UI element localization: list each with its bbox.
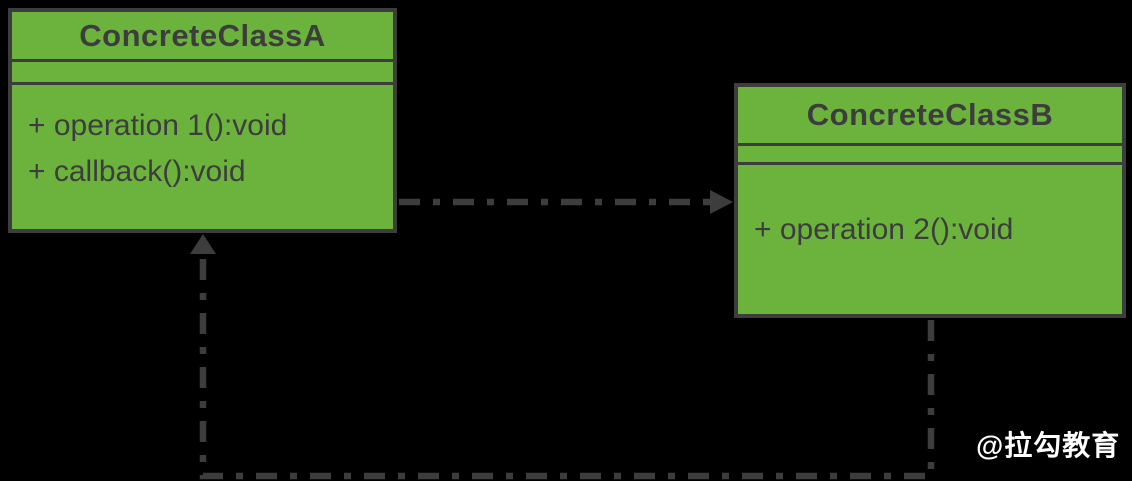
class-box-concrete-class-b: ConcreteClassB + operation 2():void bbox=[734, 83, 1126, 318]
dependency-arrow-a-to-b bbox=[399, 190, 733, 214]
class-box-concrete-class-a: ConcreteClassA + operation 1():void + ca… bbox=[8, 8, 397, 233]
methods-compartment: + operation 1():void + callback():void bbox=[12, 85, 393, 229]
attributes-compartment bbox=[738, 146, 1122, 165]
method-item: + operation 1():void bbox=[28, 109, 288, 142]
method-item: + operation 2():void bbox=[754, 213, 1014, 246]
class-name: ConcreteClassB bbox=[738, 87, 1122, 146]
class-name: ConcreteClassA bbox=[12, 12, 393, 62]
arrowhead-right-icon bbox=[710, 190, 733, 214]
watermark: @拉勾教育 bbox=[976, 430, 1121, 461]
arrowhead-up-icon bbox=[190, 234, 216, 254]
method-item: + callback():void bbox=[28, 155, 246, 188]
attributes-compartment bbox=[12, 62, 393, 85]
methods-compartment: + operation 2():void bbox=[738, 165, 1122, 314]
